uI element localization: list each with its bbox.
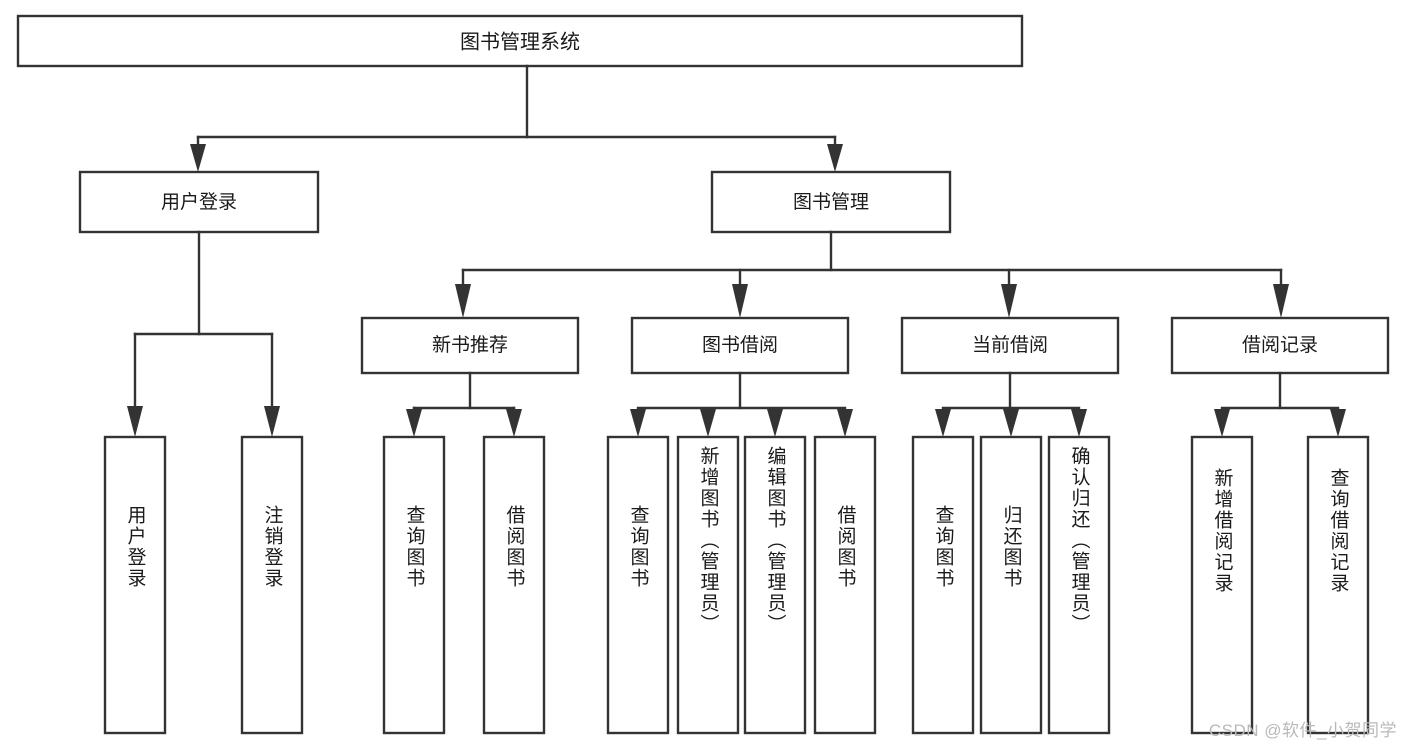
node-new-book-recommend-box[interactable] xyxy=(360,316,580,375)
node-book-manage-box[interactable] xyxy=(710,170,952,234)
arrow-head-leaf-edit-book xyxy=(767,409,783,437)
arrow-head-leaf-query-record xyxy=(1330,409,1346,437)
arrow-head-leaf-return-book xyxy=(1003,409,1019,437)
node-book-manage-label: 图书管理 xyxy=(793,191,869,213)
node-borrow-record[interactable]: 借阅记录 xyxy=(1170,316,1390,375)
leaf-box-add-book[interactable] xyxy=(676,435,740,735)
arrow-head-borrow-record xyxy=(1273,284,1289,318)
node-current-borrow-box[interactable] xyxy=(900,316,1120,375)
arrow-head-leaf-borrow-book-2 xyxy=(837,409,853,437)
leaf-box-borrow-book-2[interactable] xyxy=(813,435,877,735)
leaf-box-query-book-1[interactable] xyxy=(382,435,446,735)
arrow-head-book-manage xyxy=(827,144,843,172)
node-user-login-label: 用户登录 xyxy=(161,191,237,213)
node-book-manage[interactable]: 图书管理 xyxy=(710,170,952,234)
node-borrow-record-box[interactable] xyxy=(1170,316,1390,375)
leaf-box-borrow-book-1[interactable] xyxy=(482,435,546,735)
node-user-login[interactable]: 用户登录 xyxy=(78,170,320,234)
arrow-head-new-book-recommend xyxy=(455,284,471,318)
arrow-head-leaf-logout xyxy=(264,406,280,437)
leaf-box-confirm-return[interactable] xyxy=(1047,435,1111,735)
arrow-head-user-login xyxy=(190,144,206,172)
arrow-head-leaf-add-record xyxy=(1214,409,1230,437)
node-current-borrow[interactable]: 当前借阅 xyxy=(900,316,1120,375)
leaf-box-user-login[interactable] xyxy=(103,435,167,735)
node-new-book-recommend-label: 新书推荐 xyxy=(432,334,508,356)
node-book-borrow-box[interactable] xyxy=(630,316,850,375)
node-root-label: 图书管理系统 xyxy=(460,30,580,53)
leaf-box-logout[interactable] xyxy=(240,435,304,735)
arrow-head-leaf-borrow-book-1 xyxy=(506,409,522,437)
leaf-box-edit-book[interactable] xyxy=(743,435,807,735)
node-book-borrow[interactable]: 图书借阅 xyxy=(630,316,850,375)
arrow-head-leaf-add-book xyxy=(700,409,716,437)
leaf-box-return-book[interactable] xyxy=(979,435,1043,735)
csdn-watermark: CSDN @软件_小贺同学 xyxy=(1208,721,1397,740)
arrow-head-current-borrow xyxy=(1001,284,1017,318)
arrow-head-book-borrow xyxy=(732,284,748,318)
node-borrow-record-label: 借阅记录 xyxy=(1242,334,1318,356)
leaf-box-query-book-2[interactable] xyxy=(606,435,670,735)
node-root-box[interactable] xyxy=(16,14,1024,68)
node-current-borrow-label: 当前借阅 xyxy=(972,334,1048,356)
node-root[interactable]: 图书管理系统 xyxy=(16,14,1024,68)
arrow-head-leaf-query-book-1 xyxy=(406,409,422,437)
node-book-borrow-label: 图书借阅 xyxy=(702,334,778,356)
leaf-box-query-book-3[interactable] xyxy=(911,435,975,735)
arrow-head-leaf-query-book-3 xyxy=(935,409,951,437)
arrow-head-leaf-query-book-2 xyxy=(630,409,646,437)
leaf-box-add-record[interactable] xyxy=(1190,435,1254,735)
node-new-book-recommend[interactable]: 新书推荐 xyxy=(360,316,580,375)
leaf-box-query-record[interactable] xyxy=(1306,435,1370,735)
arrow-head-leaf-user-login xyxy=(127,406,143,437)
arrow-head-leaf-confirm-return xyxy=(1071,409,1087,437)
